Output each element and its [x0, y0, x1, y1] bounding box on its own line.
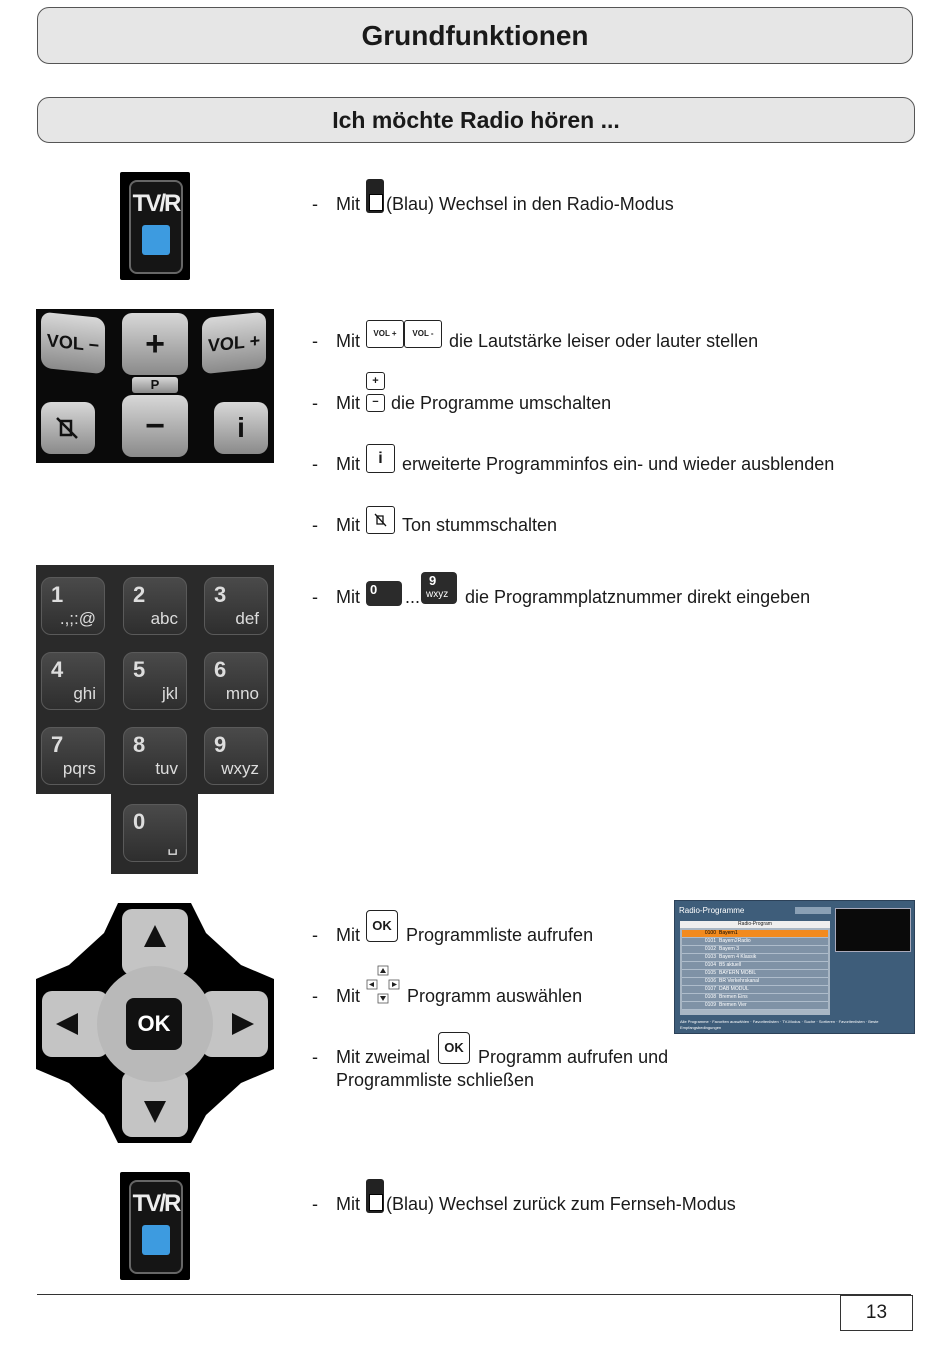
screenshot-status	[795, 907, 831, 914]
vol-minus-key: VOL −	[41, 311, 105, 375]
key-0-image: 0␣	[111, 794, 198, 874]
program-plus-small-key: +	[366, 372, 385, 390]
p-label: P	[132, 377, 178, 393]
mit-label: Mit	[336, 1194, 360, 1214]
blue-key	[142, 1225, 170, 1255]
ok-small-key: OK	[438, 1032, 470, 1064]
program-plus-key: +	[122, 313, 188, 375]
tvr-icon	[366, 179, 384, 213]
ok-key-label: OK	[137, 1011, 171, 1036]
page-number: 13	[840, 1295, 913, 1331]
mit-label: Mit	[336, 925, 360, 945]
screenshot-footer: Alle Programme · Favoriten auswählen · F…	[680, 1019, 879, 1030]
info-key: i	[214, 402, 268, 454]
instruction-back-tv: (Blau) Wechsel zurück zum Fernseh-Modus	[386, 1194, 736, 1214]
dash: -	[312, 1047, 318, 1067]
mit-label: Mit	[336, 194, 360, 214]
instruction-program: die Programme umschalten	[391, 393, 612, 413]
instruction-volume: die Lautstärke leiser oder lauter stelle…	[449, 331, 759, 351]
vol-plus-key: VOL +	[202, 311, 266, 375]
dpad-remote-image: OK	[36, 903, 274, 1143]
mit-label: Mit	[336, 454, 360, 474]
volume-program-remote-image: VOL − VOL + + P − i	[36, 309, 274, 463]
key-0: 0␣	[123, 804, 187, 862]
instruction-number: die Programmplatznummer direkt eingeben	[465, 587, 811, 607]
footer-rule	[37, 1294, 911, 1295]
mute-key	[41, 402, 95, 454]
instruction-radio-mode: (Blau) Wechsel in den Radio-Modus	[386, 194, 674, 214]
blue-key	[142, 225, 170, 255]
tvr-label: TV/R	[132, 1190, 182, 1217]
dash: -	[312, 986, 318, 1006]
dash: -	[312, 194, 318, 214]
dash: -	[312, 587, 318, 607]
screenshot-preview	[835, 908, 911, 952]
zero-small-key: 0	[366, 581, 402, 606]
instruction-twice-line1: Programm aufrufen und	[478, 1047, 669, 1067]
dpad-graphic	[36, 903, 274, 1143]
instruction-select: Programm auswählen	[407, 986, 583, 1006]
page-title: Grundfunktionen	[37, 7, 913, 64]
mit-label: Mit	[336, 331, 360, 351]
screenshot-title: Radio-Programme	[679, 906, 745, 915]
tvr-icon	[366, 1179, 384, 1213]
info-small-key: i	[366, 444, 395, 473]
mit-label: Mit	[336, 986, 360, 1006]
twice-prefix: Mit zweimal	[336, 1047, 431, 1067]
dash: -	[312, 515, 318, 535]
tvr-button-image: TV/R	[120, 1172, 190, 1280]
instruction-twice-line2: Programmliste schließen	[336, 1070, 535, 1090]
tvr-button-image: TV/R	[120, 172, 190, 280]
ok-small-key: OK	[366, 910, 398, 942]
mit-label: Mit	[336, 587, 360, 607]
key-1: 1.,;:@	[41, 577, 105, 635]
dash: -	[312, 331, 318, 351]
instruction-list: Programmliste aufrufen	[406, 925, 594, 945]
program-minus-key: −	[122, 395, 188, 457]
instruction-info: erweiterte Programminfos ein- und wieder…	[402, 454, 835, 474]
screenshot-list-header: Radio-Program	[680, 921, 830, 928]
vol-plus-small-key: VOL +	[366, 320, 404, 348]
arrow-keys-icon	[366, 965, 401, 1005]
dash: -	[312, 1194, 318, 1214]
mute-icon	[56, 417, 78, 439]
dots: ...	[405, 587, 421, 607]
mit-label: Mit	[336, 515, 360, 535]
vol-minus-small-key: VOL -	[404, 320, 442, 348]
mute-icon	[374, 513, 387, 527]
instruction-mute: Ton stummschalten	[402, 515, 558, 535]
program-minus-small-key: −	[366, 394, 385, 412]
tvr-label: TV/R	[132, 190, 182, 217]
mit-label: Mit	[336, 393, 360, 413]
section-title: Ich möchte Radio hören ...	[37, 97, 915, 143]
dash: -	[312, 454, 318, 474]
mute-small-key	[366, 506, 395, 534]
dash: -	[312, 393, 318, 413]
dash: -	[312, 925, 318, 945]
